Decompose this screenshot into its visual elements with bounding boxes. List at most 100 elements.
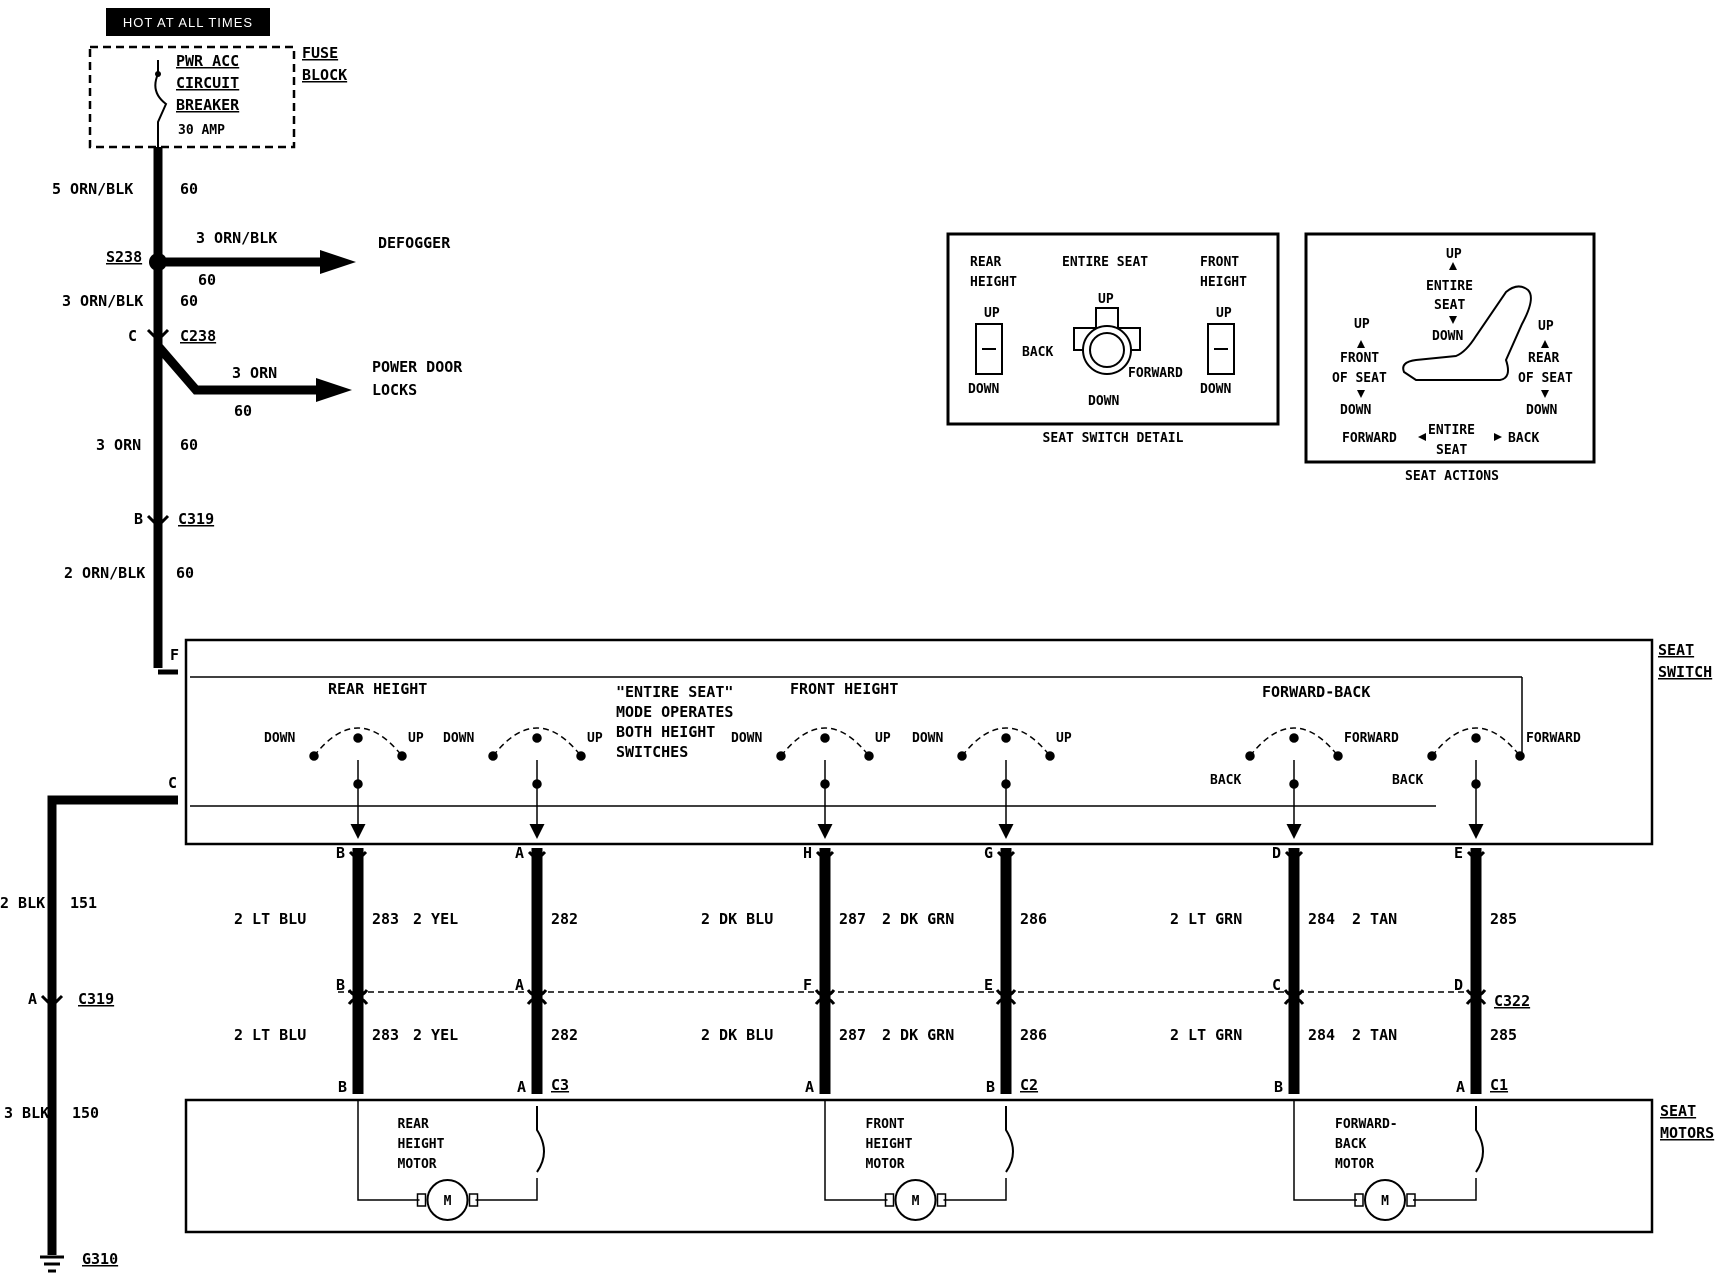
detail-entire-down: DOWN xyxy=(1088,394,1119,409)
defogger-wire-label: 3 ORN/BLK xyxy=(196,229,277,247)
splice-s238 xyxy=(149,253,167,271)
motor-wire-right-0 xyxy=(475,1178,538,1201)
contact-left-label-3: DOWN xyxy=(912,731,943,746)
wire-bot-label-0: 2 LT BLU xyxy=(234,1026,306,1044)
door-locks-label: POWER DOOR xyxy=(372,358,463,376)
ground-c319-label: C319 xyxy=(78,990,114,1008)
actions-rear-up-arrow xyxy=(1541,340,1549,348)
detail-rear-up: UP xyxy=(984,306,1000,321)
ground-wire-1-label: 2 BLK xyxy=(0,894,45,912)
motor-pin-3: B xyxy=(986,1078,995,1096)
actions-entire-up: UP xyxy=(1446,247,1462,262)
contact-arc-1 xyxy=(492,727,582,757)
wire-bot-label-5: 2 TAN xyxy=(1352,1026,1397,1044)
wire-bot-label-3: 2 DK GRN xyxy=(882,1026,954,1044)
wire-top-label-2: 2 DK BLU xyxy=(701,910,773,928)
wire-bot-circuit-5: 285 xyxy=(1490,1026,1517,1044)
contact-right-5 xyxy=(1515,751,1525,761)
defogger-wire-circuit: 60 xyxy=(198,271,216,289)
motor-label-fb-2: MOTOR xyxy=(1335,1157,1374,1172)
c322-pin-1: A xyxy=(515,976,524,994)
door-locks-wire xyxy=(154,343,320,395)
motor-switch-1 xyxy=(1005,1106,1014,1173)
feed-wire-4-label: 2 ORN/BLK xyxy=(64,564,145,582)
contact-right-label-1: UP xyxy=(587,731,603,746)
actions-back: BACK xyxy=(1508,431,1539,446)
contact-arc-2 xyxy=(780,727,870,757)
feed-wire-2-circuit: 60 xyxy=(180,292,198,310)
c322-connector-2 xyxy=(814,989,836,1005)
contact-left-4 xyxy=(1245,751,1255,761)
detail-front-label: FRONT xyxy=(1200,255,1239,270)
actions-rear-label: REAR xyxy=(1528,351,1559,366)
switch-pin-f: F xyxy=(170,646,179,664)
breaker-rating: 30 AMP xyxy=(178,123,225,138)
wire-bot-circuit-0: 283 xyxy=(372,1026,399,1044)
switch-pin-5: E xyxy=(1454,844,1463,862)
contact-arc-5 xyxy=(1431,727,1521,757)
c322-pin-0: B xyxy=(336,976,345,994)
detail-rear-label-2: HEIGHT xyxy=(970,275,1017,290)
defogger-label: DEFOGGER xyxy=(378,234,451,252)
c322-pin-5: D xyxy=(1454,976,1463,994)
wire-bot-label-1: 2 YEL xyxy=(413,1026,458,1044)
wire-top-label-1: 2 YEL xyxy=(413,910,458,928)
c319-connector xyxy=(146,514,170,529)
ground-wire xyxy=(47,795,178,1255)
fuse-block-title: FUSE xyxy=(302,44,338,62)
contact-left-5 xyxy=(1427,751,1437,761)
front-height-label: FRONT HEIGHT xyxy=(790,680,898,698)
motors: MREARHEIGHTMOTORMFRONTHEIGHTMOTORMFORWAR… xyxy=(357,1100,1484,1221)
motor-wire-left-1 xyxy=(824,1100,888,1201)
motor-symbol-label-1: M xyxy=(912,1194,920,1209)
ground-wire-1-circuit: 151 xyxy=(70,894,97,912)
c322-connector-3 xyxy=(995,989,1017,1005)
actions-front-down: DOWN xyxy=(1340,403,1371,418)
fuse-block-title-2: BLOCK xyxy=(302,66,347,84)
wire-top-label-4: 2 LT GRN xyxy=(1170,910,1242,928)
feed-wire-3-label: 3 ORN xyxy=(96,436,141,454)
contact-pivot-3 xyxy=(1001,733,1011,743)
seat-motors-title-2: MOTORS xyxy=(1660,1124,1714,1142)
detail-forward: FORWARD xyxy=(1128,366,1183,381)
hot-label: HOT AT ALL TIMES xyxy=(123,15,253,30)
contact-left-label-0: DOWN xyxy=(264,731,295,746)
contact-arc-0 xyxy=(313,727,403,757)
actions-front-down-arrow xyxy=(1357,390,1365,398)
breaker-label: PWR ACC xyxy=(176,52,239,70)
seat-switch-title-2: SWITCH xyxy=(1658,663,1712,681)
c238-label: C238 xyxy=(180,327,216,345)
ground-c319-pin: A xyxy=(28,990,37,1008)
switch-connector-5 xyxy=(1466,850,1486,863)
ground-c319-connector xyxy=(40,994,64,1009)
motor-switch-2 xyxy=(1475,1106,1484,1173)
contact-left-label-2: DOWN xyxy=(731,731,762,746)
door-locks-arrowhead xyxy=(316,378,352,402)
actions-rear-down: DOWN xyxy=(1526,403,1557,418)
switch-contacts xyxy=(309,727,1525,789)
contact-left-2 xyxy=(776,751,786,761)
joystick-inner-ring xyxy=(1089,332,1125,368)
actions-entire-down: DOWN xyxy=(1432,329,1463,344)
wire-top-circuit-2: 287 xyxy=(839,910,866,928)
seat-outline-icon xyxy=(1402,285,1532,381)
contact-pivot-0 xyxy=(353,733,363,743)
actions-entire-up-arrow xyxy=(1449,262,1457,270)
wire-bot-circuit-2: 287 xyxy=(839,1026,866,1044)
motor-wire-left-0 xyxy=(357,1100,420,1201)
forward-back-label: FORWARD-BACK xyxy=(1262,683,1370,701)
actions-rear-down-arrow xyxy=(1541,390,1549,398)
c238-connector xyxy=(146,328,170,343)
motor-brush-right-0 xyxy=(468,1193,479,1207)
motor-wire-left-2 xyxy=(1293,1100,1357,1201)
wire-top-circuit-4: 284 xyxy=(1308,910,1335,928)
motor-wire-right-1 xyxy=(943,1178,1007,1201)
feed-wire-2-label: 3 ORN/BLK xyxy=(62,292,143,310)
motor-label-fb-1: BACK xyxy=(1335,1137,1366,1152)
motor-label-front-0: FRONT xyxy=(866,1117,905,1132)
motor-brush-right-1 xyxy=(936,1193,947,1207)
detail-entire-label: ENTIRE SEAT xyxy=(1062,255,1148,270)
wire-bot-label-2: 2 DK BLU xyxy=(701,1026,773,1044)
motor-connector-3: C2 xyxy=(1020,1076,1038,1094)
